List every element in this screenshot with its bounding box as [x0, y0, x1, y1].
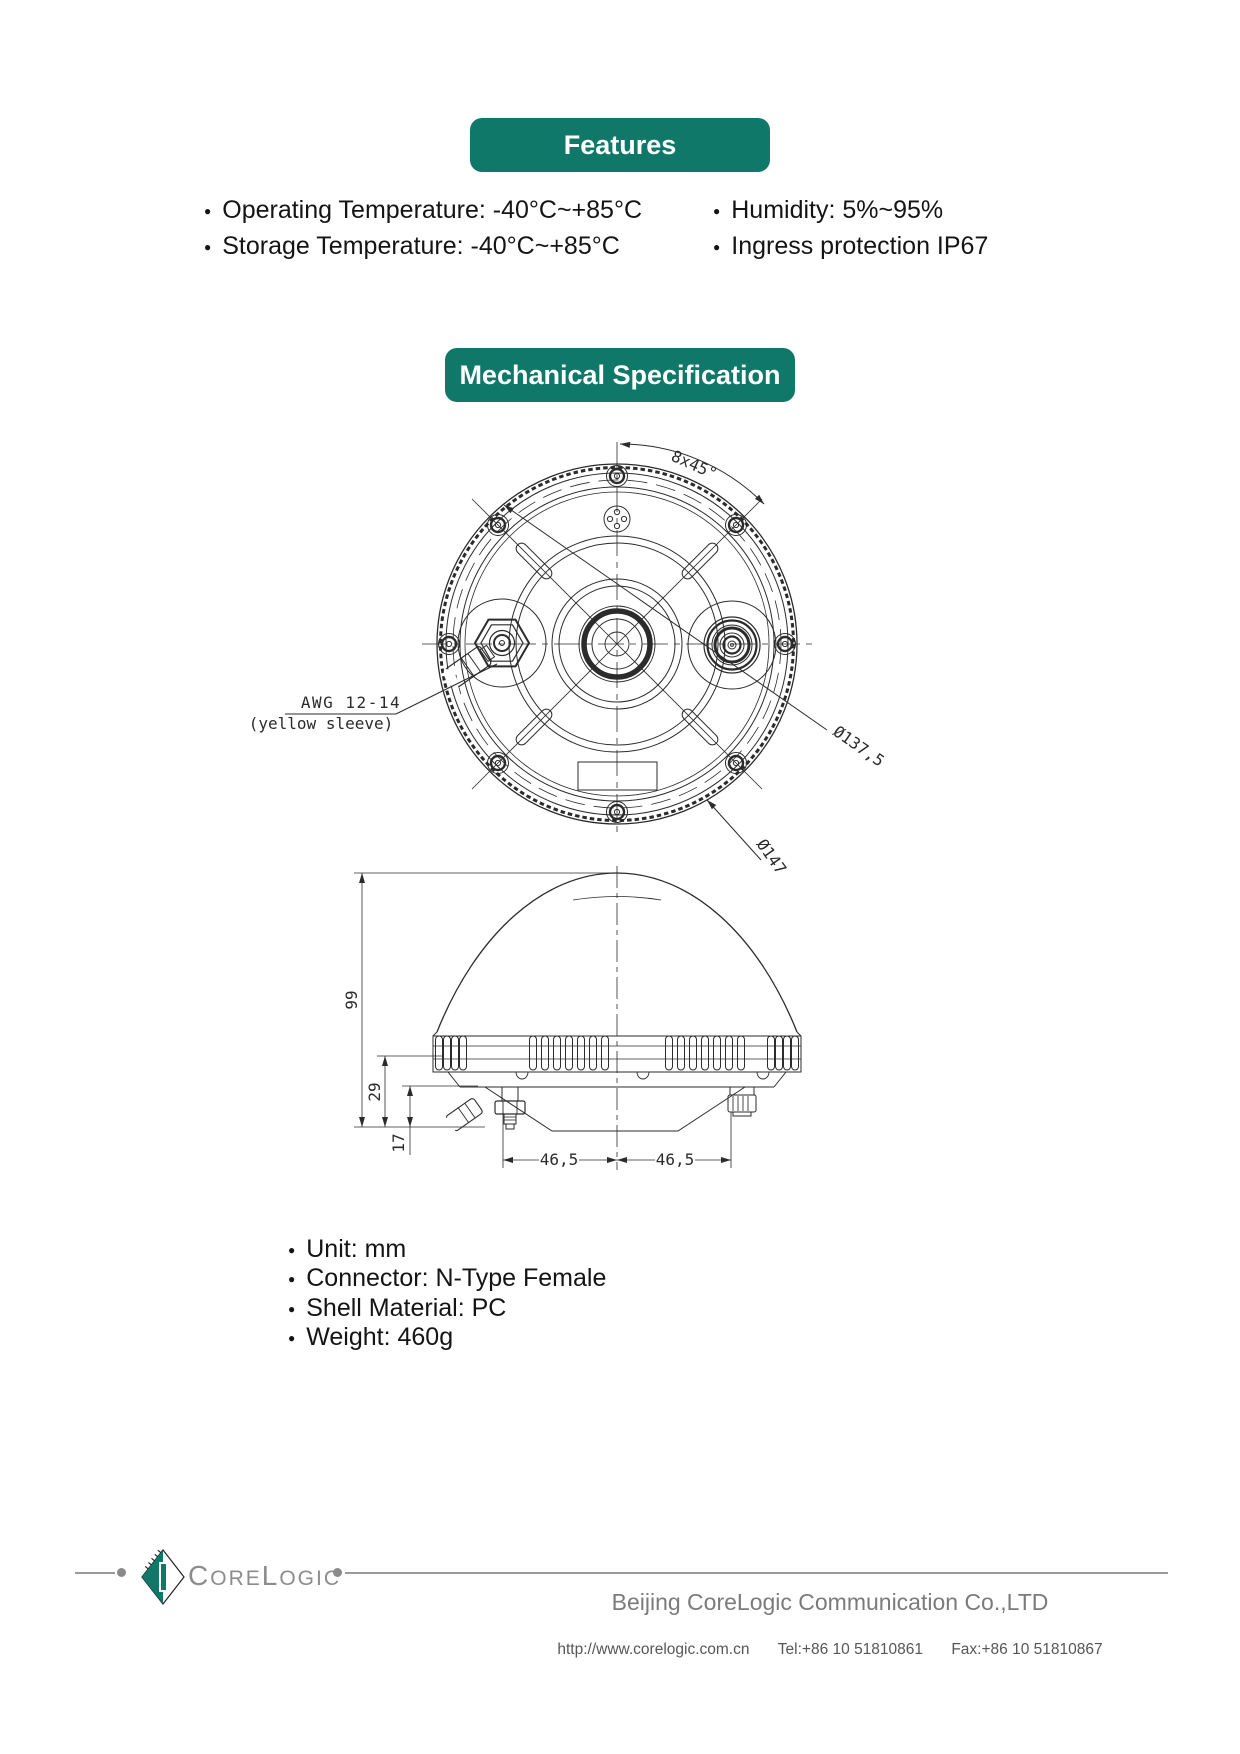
top-view-drawing: 8x45° Ø137,5 Ø147 AWG 12-14 (yellow slee… [249, 441, 888, 878]
company-name: Beijing CoreLogic Communication Co.,LTD [611, 1589, 1049, 1615]
note-connector: ●Connector: N-Type Female [288, 1264, 607, 1292]
bullet-icon: ● [288, 1272, 296, 1286]
fax-text: Fax:+86 10 51810867 [951, 1641, 1103, 1658]
footer-rule-right [345, 1572, 1168, 1574]
contact-line: http://www.corelogic.com.cn Tel:+86 10 5… [430, 1641, 1230, 1659]
cable-gland [442, 1098, 483, 1134]
feature-item-storage-temp: ●Storage Temperature: -40°C~+85°C [204, 232, 620, 260]
features-title: Features [563, 129, 677, 160]
bullet-icon: ● [204, 240, 212, 254]
dim-label-total-height: 99 [342, 990, 361, 1009]
bullet-icon: ● [288, 1331, 296, 1345]
mechanical-section-header: Mechanical Specification [445, 348, 795, 402]
side-view-drawing: 99 29 17 46,5 46,5 [342, 866, 802, 1170]
bullet-icon: ● [713, 204, 721, 218]
cooling-ribs [435, 1035, 799, 1071]
dim-label-base-height: 29 [365, 1082, 384, 1101]
website-text: http://www.corelogic.com.cn [557, 1641, 750, 1658]
bottom-awg-stud [494, 1086, 526, 1130]
corelogic-wordmark: CORELOGIC [188, 1560, 341, 1591]
awg-hex-connector [474, 618, 530, 668]
bullet-icon: ● [204, 204, 212, 218]
feature-item-operating-temp: ●Operating Temperature: -40°C~+85°C [204, 196, 643, 224]
n-type-connector [703, 616, 761, 674]
note-unit: ●Unit: mm [288, 1235, 407, 1263]
feature-item-humidity: ●Humidity: 5%~95% [713, 196, 944, 224]
bullet-icon: ● [288, 1302, 296, 1316]
bottom-n-connector [727, 1086, 757, 1117]
footer-rule-left [75, 1572, 115, 1574]
note-weight: ●Weight: 460g [288, 1323, 454, 1351]
telephone-text: Tel:+86 10 51810861 [777, 1641, 924, 1658]
mechanical-title: Mechanical Specification [459, 359, 781, 390]
features-section-header: Features [470, 118, 770, 172]
awg-label: AWG 12-14 [301, 693, 401, 712]
dim-label-chamfer: 8x45° [668, 446, 720, 483]
footer-dot-left [117, 1568, 126, 1577]
dim-label-width-right: 46,5 [656, 1150, 695, 1169]
corelogic-logo-icon [141, 1549, 185, 1605]
screw-icons [438, 465, 796, 823]
dim-label-width-left: 46,5 [540, 1150, 579, 1169]
note-shell-material: ●Shell Material: PC [288, 1294, 507, 1322]
footer-dot-right [333, 1568, 342, 1577]
bullet-icon: ● [288, 1243, 296, 1257]
feature-item-ingress: ●Ingress protection IP67 [713, 232, 989, 260]
yellow-sleeve-label: (yellow sleeve) [249, 714, 394, 733]
bullet-icon: ● [713, 240, 721, 254]
dim-label-bottom-height: 17 [389, 1133, 408, 1152]
dim-label-body-diameter: Ø137,5 [830, 722, 888, 771]
